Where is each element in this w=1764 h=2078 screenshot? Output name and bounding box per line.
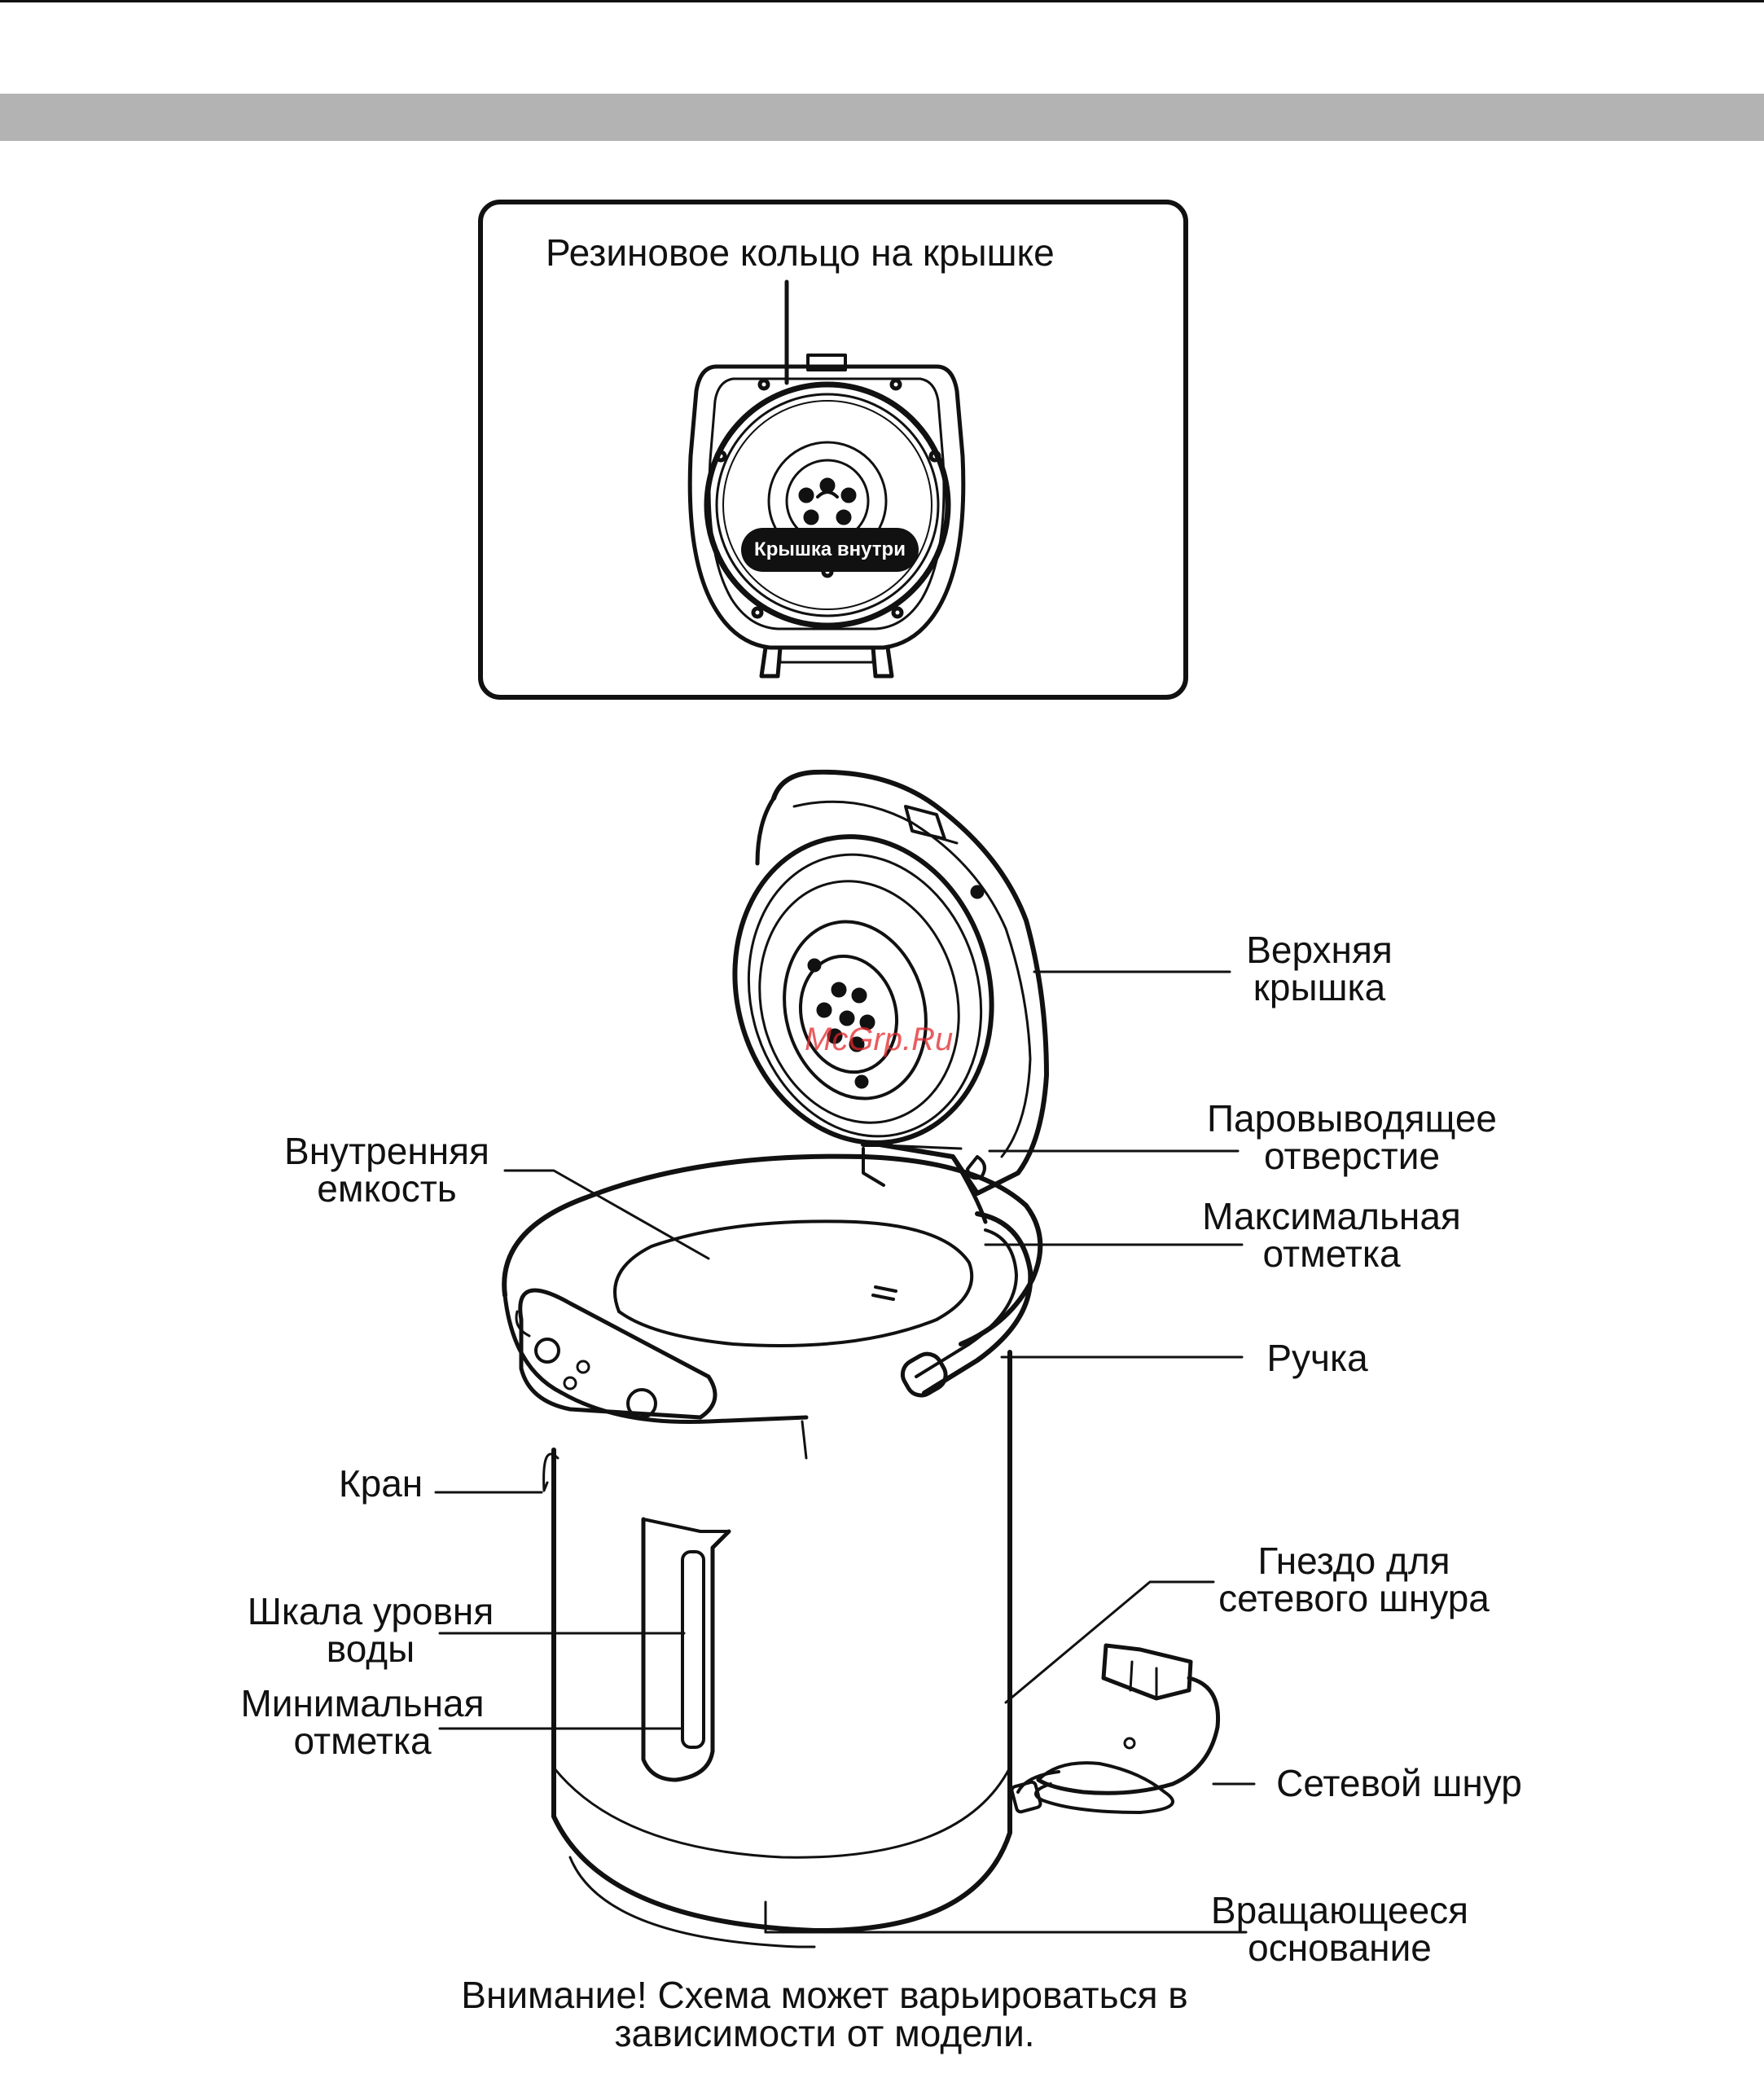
label-steam-vent-line2: отверстие: [1193, 1137, 1511, 1175]
label-water-gauge-line1: Шкала уровня: [232, 1593, 509, 1630]
label-min-mark: Минимальная отметка: [228, 1685, 497, 1759]
label-min-mark-line1: Минимальная: [228, 1685, 497, 1722]
leader-lines: [436, 972, 1254, 1932]
label-min-mark-line2: отметка: [228, 1722, 497, 1759]
watermark: McGrp.Ru: [805, 1021, 953, 1058]
label-top-lid: Верхняя крышка: [1226, 931, 1413, 1006]
label-inner-tank: Внутренняя емкость: [269, 1132, 505, 1207]
label-spout: Кран: [330, 1465, 432, 1502]
thermopot-body: [504, 1149, 1040, 1947]
label-inner-tank-line2: емкость: [269, 1170, 505, 1207]
variation-note-line2: зависимости от модели.: [326, 2014, 1323, 2053]
power-cord-drawing: [1011, 1645, 1218, 1812]
inner-lid-badge: Крышка внутри: [741, 528, 919, 572]
label-inner-tank-line1: Внутренняя: [269, 1132, 505, 1170]
inset-title: Резиновое кольцо на крышке: [546, 234, 1055, 271]
label-water-gauge: Шкала уровня воды: [232, 1593, 509, 1667]
inner-lid-drawing: [690, 282, 963, 676]
label-water-gauge-line2: воды: [232, 1630, 509, 1667]
variation-note-line1: Внимание! Схема может варьироваться в: [326, 1976, 1323, 2014]
label-steam-vent-line1: Паровыводящее: [1193, 1100, 1511, 1137]
label-cord-socket: Гнездо для сетевого шнура: [1197, 1542, 1511, 1617]
label-cord-socket-line2: сетевого шнура: [1197, 1579, 1511, 1617]
label-steam-vent: Паровыводящее отверстие: [1193, 1100, 1511, 1175]
label-top-lid-line2: крышка: [1226, 969, 1413, 1006]
label-top-lid-line1: Верхняя: [1226, 931, 1413, 969]
top-lid-open: [701, 772, 1047, 1193]
label-rotating-base: Вращающееся основание: [1197, 1891, 1482, 1966]
label-max-mark: Максимальная отметка: [1185, 1197, 1478, 1272]
label-handle: Ручка: [1258, 1339, 1376, 1377]
label-max-mark-line1: Максимальная: [1185, 1197, 1478, 1235]
variation-note: Внимание! Схема может варьироваться в за…: [326, 1976, 1323, 2053]
label-rotating-base-line1: Вращающееся: [1197, 1891, 1482, 1929]
label-rotating-base-line2: основание: [1197, 1929, 1482, 1966]
label-max-mark-line2: отметка: [1185, 1235, 1478, 1272]
label-power-cord: Сетевой шнур: [1261, 1764, 1538, 1802]
label-cord-socket-line1: Гнездо для: [1197, 1542, 1511, 1579]
